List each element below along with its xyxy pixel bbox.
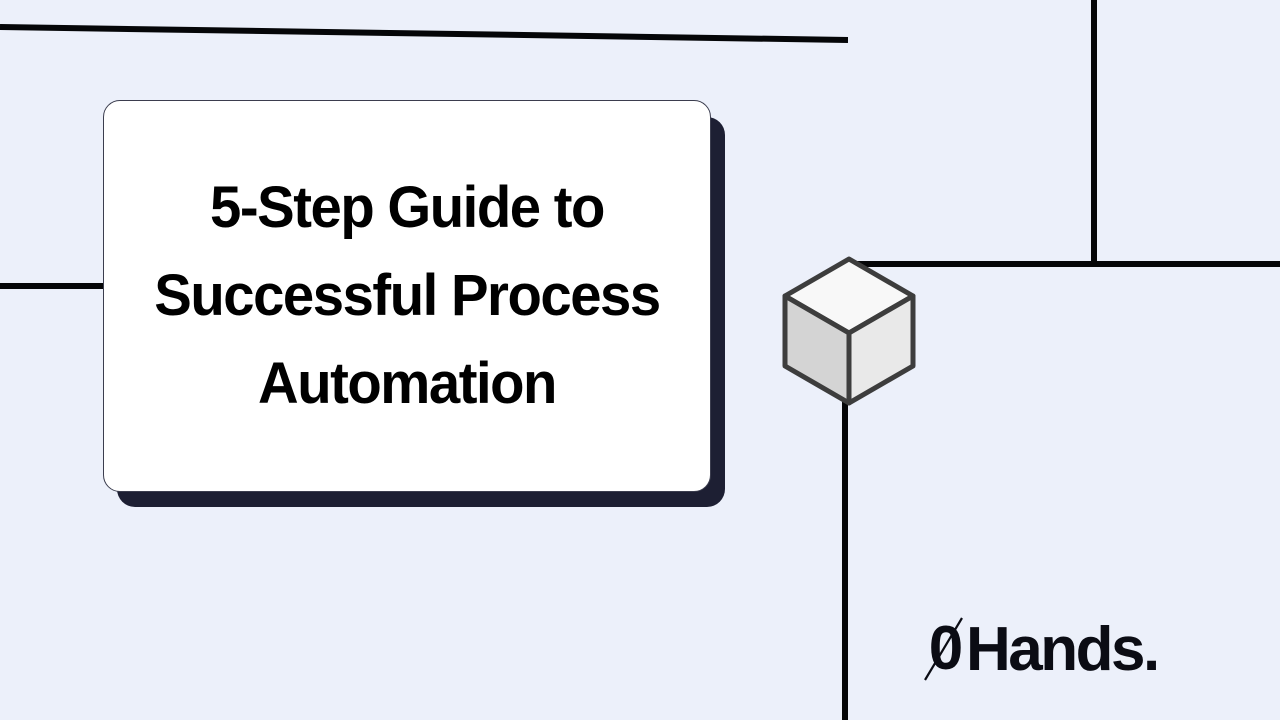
decorative-line-vertical-center bbox=[842, 397, 848, 720]
decorative-line-horizontal-left bbox=[0, 283, 104, 289]
title-card: 5-Step Guide to Successful Process Autom… bbox=[103, 100, 711, 492]
slashed-zero-icon: 0 bbox=[924, 614, 963, 683]
decorative-line-horizontal-right bbox=[848, 261, 1280, 267]
brand-wordmark: Hands. bbox=[966, 615, 1160, 684]
page-title: 5-Step Guide to Successful Process Autom… bbox=[154, 175, 661, 416]
brand-logo: 0 Hands. bbox=[920, 614, 1160, 686]
isometric-cube-icon bbox=[782, 255, 918, 407]
decorative-line-horizontal-lower bbox=[0, 0, 848, 46]
decorative-line-vertical-top-right bbox=[1091, 0, 1097, 266]
